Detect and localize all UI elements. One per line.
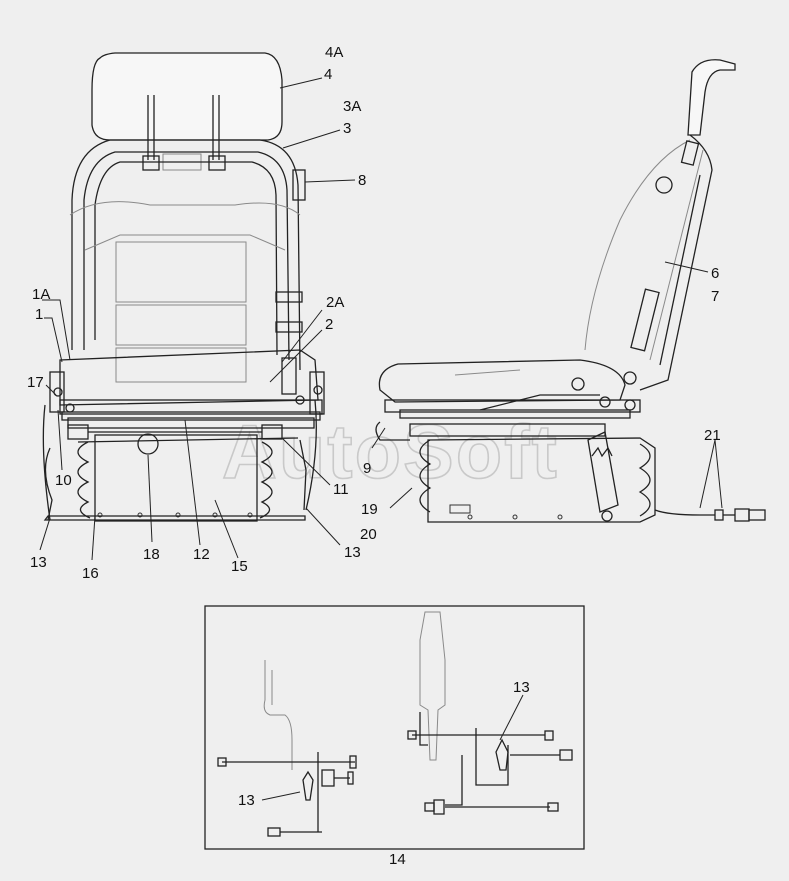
callout-4A: 4A (325, 44, 343, 61)
callout-3: 3 (343, 120, 351, 137)
callout-20: 20 (360, 526, 377, 543)
callout-21: 21 (704, 427, 721, 444)
backrest-frame (71, 139, 301, 371)
callout-18: 18 (143, 546, 160, 563)
callout-17: 17 (27, 374, 44, 391)
callout-14: 14 (389, 851, 406, 868)
side-view-seat (375, 59, 766, 523)
callout-6: 6 (711, 265, 719, 282)
callout-12: 12 (193, 546, 210, 563)
front-view-seat (42, 52, 325, 522)
callout-13-inset-right: 13 (513, 679, 530, 696)
callout-8: 8 (358, 172, 366, 189)
callout-7: 7 (711, 288, 719, 305)
callout-19: 19 (361, 501, 378, 518)
callout-16: 16 (82, 565, 99, 582)
callout-10: 10 (55, 472, 72, 489)
callout-15: 15 (231, 558, 248, 575)
adjust-knob (137, 433, 159, 455)
callout-2A: 2A (326, 294, 344, 311)
callout-1A: 1A (32, 286, 50, 303)
callout-13-inset-left: 13 (238, 792, 255, 809)
callout-13-front-left: 13 (30, 554, 47, 571)
callout-13-front-right: 13 (344, 544, 361, 561)
leader-lines (39, 77, 723, 801)
callout-labels: 4A 4 3A 3 8 1A 1 2A 2 17 10 11 13 16 18 … (27, 44, 721, 868)
callout-9: 9 (363, 460, 371, 477)
callout-4: 4 (324, 66, 332, 83)
headrest-front (91, 52, 283, 141)
side-switch (292, 169, 306, 201)
callout-11: 11 (333, 481, 349, 498)
inset-detail-14 (204, 605, 585, 850)
callout-2: 2 (325, 316, 333, 333)
callout-3A: 3A (343, 98, 361, 115)
callout-1: 1 (35, 306, 43, 323)
inset-frame (204, 605, 585, 850)
